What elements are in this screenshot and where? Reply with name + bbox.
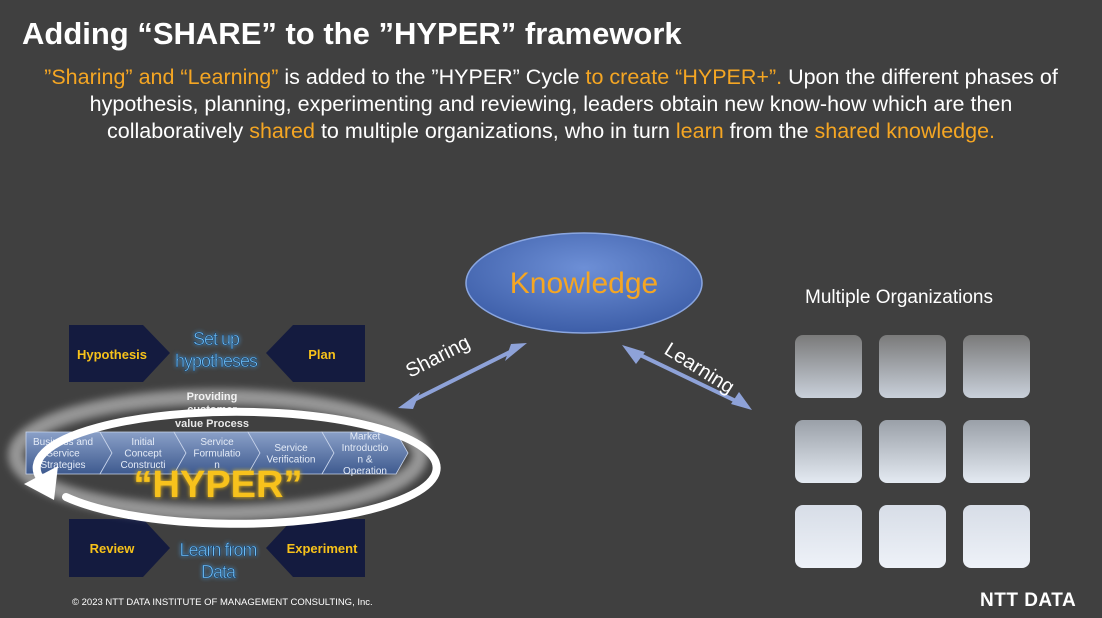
review-label: Review <box>90 541 136 556</box>
process-step-label: Service <box>46 449 80 460</box>
process-step-label: Service <box>200 437 234 448</box>
slide-title: Adding “SHARE” to the ”HYPER” framework <box>22 16 682 51</box>
process-step-label: Service <box>274 443 308 454</box>
organization-box <box>963 335 1030 398</box>
cycle-arrowhead-icon <box>24 466 58 500</box>
sharing-arrow <box>398 343 527 409</box>
subtitle-part: from the <box>723 119 815 143</box>
footer-copyright: © 2023 NTT DATA INSTITUTE OF MANAGEMENT … <box>72 597 373 608</box>
process-step-label: Market <box>350 431 381 442</box>
multiple-organizations-label: Multiple Organizations <box>805 287 993 308</box>
process-step-label: Formulatio <box>193 449 241 460</box>
process-step-label: Strategies <box>40 460 85 471</box>
hyper-big-label: “HYPER” <box>134 464 303 506</box>
organization-box <box>879 505 946 568</box>
process-step-label: Initial <box>131 437 154 448</box>
process-step-label: Introductio <box>342 443 389 454</box>
hypothesis-label: Hypothesis <box>77 347 147 362</box>
plan-label: Plan <box>308 347 336 362</box>
subtitle-part: Upon the different phases of hypothesis,… <box>89 65 1058 143</box>
organization-box <box>963 505 1030 568</box>
knowledge-label: Knowledge <box>510 267 658 300</box>
process-step-label: Operation <box>343 466 387 477</box>
subtitle-part: shared knowledge. <box>814 119 995 143</box>
process-step-label: n <box>214 460 220 471</box>
setup-label-line1: Set up <box>193 329 240 349</box>
review-chevron <box>69 519 170 577</box>
experiment-chevron <box>266 519 365 577</box>
organization-box <box>879 335 946 398</box>
subtitle-part: is added to the ”HYPER” Cycle <box>278 65 586 89</box>
subtitle-part: learn <box>675 119 724 143</box>
process-step-label: n & <box>357 454 372 465</box>
learn-label-line2: Data <box>201 562 237 582</box>
organization-box <box>795 505 862 568</box>
process-step-label: Verification <box>267 454 316 465</box>
organizations-grid <box>795 335 1030 568</box>
organization-box <box>879 420 946 483</box>
learn-label-line1: Learn from <box>179 540 256 560</box>
ntt-data-logo: NTT DATA <box>980 590 1077 611</box>
organization-box <box>795 335 862 398</box>
learning-arrow <box>622 345 752 410</box>
hyper-framework: Hypothesis Plan Review Experiment Set up… <box>8 325 441 582</box>
organization-box <box>963 420 1030 483</box>
process-title-line3: value Process <box>175 418 249 430</box>
setup-label-line2: hypotheses <box>175 351 258 371</box>
subtitle-part: to create “HYPER+”. <box>585 65 783 89</box>
organization-box <box>795 420 862 483</box>
process-steps: Business andServiceStrategiesInitialConc… <box>25 431 409 477</box>
plan-chevron <box>266 325 365 382</box>
cycle-ring <box>32 407 441 528</box>
experiment-label: Experiment <box>287 541 358 556</box>
process-step-label: Constructi <box>120 460 165 471</box>
process-step-label: Concept <box>124 449 161 460</box>
cycle-ring-glow <box>8 389 428 521</box>
hypothesis-chevron <box>69 325 170 382</box>
subtitle-part: ”Sharing” and “Learning” <box>44 65 279 89</box>
subtitle-part: to multiple organizations, who in turn <box>314 119 676 143</box>
slide-subtitle: ”Sharing” and “Learning” is added to the… <box>40 64 1062 145</box>
knowledge-ellipse <box>465 232 703 334</box>
subtitle-part: shared <box>249 119 315 143</box>
